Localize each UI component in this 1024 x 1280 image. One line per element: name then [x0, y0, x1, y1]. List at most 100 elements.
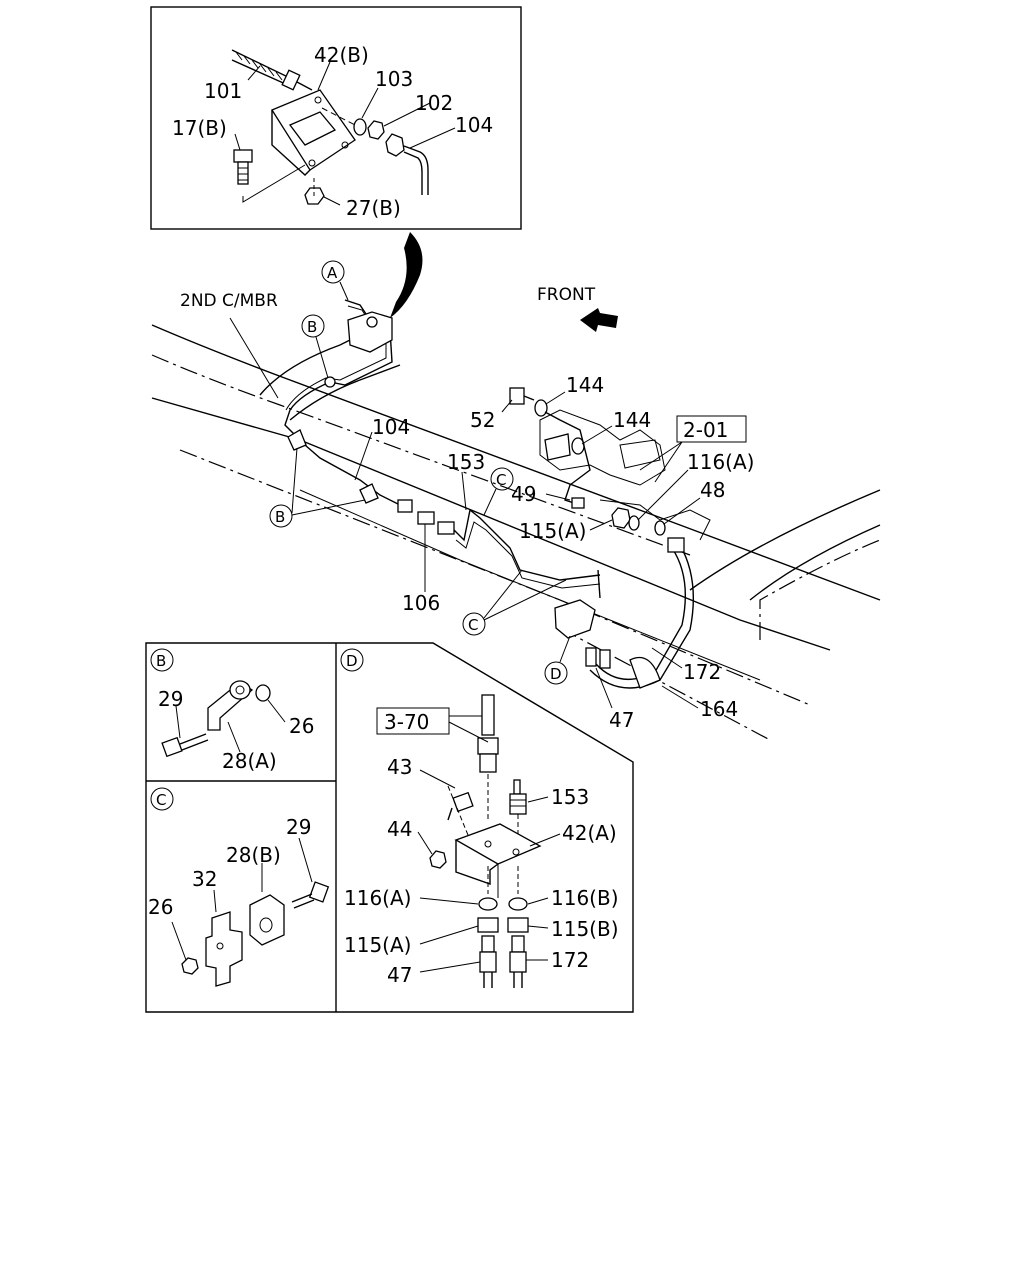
pipe-153	[453, 508, 601, 581]
clip-b-1	[287, 429, 307, 451]
hose-172	[589, 544, 694, 689]
label-27b: 27(B)	[346, 196, 401, 220]
detail-c: C 29 28(B) 32 26	[148, 787, 330, 987]
label-47: 47	[609, 708, 634, 732]
pipe-104	[385, 133, 429, 195]
pipe-49	[544, 411, 591, 506]
front-arrow-icon	[580, 308, 618, 332]
label-48: 48	[700, 478, 725, 502]
detail-panels	[145, 642, 634, 1013]
label-116a-d: 116(A)	[344, 886, 411, 910]
nut-115a-d	[477, 917, 499, 933]
detail-d: D 3-70	[340, 648, 619, 988]
inset-top-frame	[150, 6, 522, 230]
callout-c-top-text: C	[496, 471, 506, 489]
fitting-48	[667, 537, 685, 553]
nut-115a	[611, 507, 631, 529]
clip-28a	[207, 680, 254, 731]
braided-hose-101	[231, 49, 313, 91]
label-144-a: 144	[566, 373, 604, 397]
label-106: 106	[402, 591, 440, 615]
label-116a: 116(A)	[687, 450, 754, 474]
callout-b-top-text: B	[307, 318, 317, 336]
nut-26-c	[181, 957, 199, 975]
detail-frame	[145, 642, 634, 1013]
label-101: 101	[204, 79, 242, 103]
fitting-47-d	[479, 935, 497, 988]
inset-top: 42(B) 101 103 102 104 17(B) 27(B)	[150, 6, 522, 230]
bracket-a	[347, 311, 393, 353]
bracket-32	[205, 911, 243, 987]
inset-pointer-arrow	[390, 232, 423, 318]
label-116b-d: 116(B)	[551, 886, 619, 910]
nut-115b-d	[507, 917, 529, 933]
callout-c-bottom-text: C	[468, 616, 478, 634]
label-102: 102	[415, 91, 453, 115]
callout-d	[544, 661, 568, 685]
detail-b-badge	[150, 648, 174, 672]
bracket-d	[554, 599, 596, 639]
label-115b-d: 115(B)	[551, 917, 619, 941]
label-43: 43	[387, 755, 412, 779]
callout-b-top	[301, 314, 325, 338]
fitting-106	[397, 499, 455, 535]
callout-b-bottom-text: B	[275, 508, 285, 526]
label-29-c: 29	[286, 815, 311, 839]
bolt-29-c	[291, 881, 330, 909]
callout-a	[321, 260, 345, 284]
detail-d-title: D	[346, 652, 358, 670]
frame-rail-centerline	[151, 354, 691, 556]
callout-b-bottom	[269, 504, 293, 528]
label-26-b: 26	[289, 714, 314, 738]
detail-c-title: C	[156, 791, 166, 809]
label-26-c: 26	[148, 895, 173, 919]
label-153: 153	[447, 450, 485, 474]
detail-c-badge	[150, 787, 174, 811]
label-115a-d: 115(A)	[344, 933, 411, 957]
frame-rail-upper	[151, 324, 881, 601]
ref-box-3-70	[376, 707, 450, 735]
callout-c-bottom	[462, 612, 486, 636]
bracket-42a	[454, 823, 542, 898]
washer-116a-d	[478, 897, 498, 911]
label-153-d: 153	[551, 785, 589, 809]
label-32: 32	[192, 867, 217, 891]
callout-a-text: A	[327, 264, 338, 282]
bolt-17b	[233, 149, 253, 185]
clip-b-2	[359, 483, 379, 504]
nut-102	[367, 120, 385, 140]
label-42a: 42(A)	[562, 821, 617, 845]
label-144-b: 144	[613, 408, 651, 432]
bracket-assembly-2-01	[539, 409, 711, 541]
front-label: FRONT	[537, 285, 596, 305]
label-115a: 115(A)	[519, 519, 586, 543]
label-103: 103	[375, 67, 413, 91]
detail-b: B 29 26 28(A)	[150, 648, 314, 773]
label-164: 164	[700, 697, 738, 721]
cross-member	[259, 329, 371, 396]
label-2-01: 2-01	[683, 418, 728, 442]
label-29-b: 29	[158, 687, 183, 711]
label-47-d: 47	[387, 963, 412, 987]
clip-28b	[249, 894, 285, 946]
leader-bolt-to-bracket	[242, 164, 306, 203]
member-label: 2ND C/MBR	[180, 291, 278, 311]
washer-144-a	[534, 399, 548, 417]
label-28a: 28(A)	[222, 749, 277, 773]
rod-3-70	[477, 694, 499, 773]
label-3-70: 3-70	[384, 710, 429, 734]
bolt-29-b	[161, 733, 209, 758]
detail-d-badge	[340, 648, 364, 672]
washer-116a	[628, 515, 640, 531]
label-52: 52	[470, 408, 495, 432]
main-assembly: FRONT 2ND C/MBR A B B C C D 104 153 144 …	[151, 260, 881, 741]
label-17b: 17(B)	[172, 116, 227, 140]
label-28b: 28(B)	[226, 843, 281, 867]
bolt-52	[509, 387, 525, 405]
bracket-42b	[271, 89, 356, 176]
callout-c-top	[490, 467, 514, 491]
ref-box-2-01	[676, 415, 747, 443]
nut-44	[429, 850, 447, 869]
label-104: 104	[372, 415, 410, 439]
